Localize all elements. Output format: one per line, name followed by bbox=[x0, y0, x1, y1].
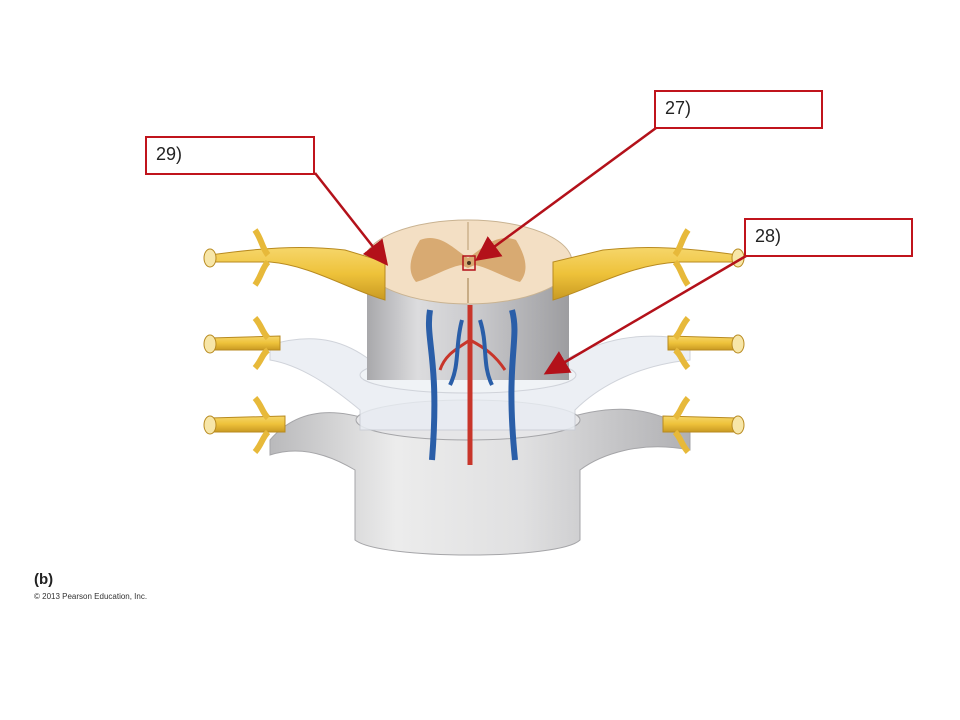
label-box-28[interactable]: 28) bbox=[744, 218, 913, 257]
label-27-text: 27) bbox=[665, 98, 692, 118]
label-29-text: 29) bbox=[156, 144, 183, 164]
label-28-text: 28) bbox=[755, 226, 782, 246]
copyright-notice: © 2013 Pearson Education, Inc. bbox=[34, 592, 148, 601]
label-box-29[interactable]: 29) bbox=[145, 136, 315, 175]
spinal-nerve-bottom-right bbox=[662, 396, 745, 454]
label-box-27[interactable]: 27) bbox=[654, 90, 823, 129]
leader-arrow-29 bbox=[314, 172, 389, 266]
spinal-nerve-top-right bbox=[552, 228, 745, 301]
spinal-nerve-middle-left bbox=[203, 316, 281, 370]
spinal-nerve-top-left bbox=[203, 228, 386, 301]
cord-cross-section bbox=[363, 219, 573, 305]
figure-letter: (b) bbox=[34, 571, 54, 588]
leader-arrow-27 bbox=[474, 126, 657, 261]
leader-arrow-28 bbox=[543, 254, 747, 375]
spinal-nerve-middle-right bbox=[667, 316, 745, 370]
spinal-nerve-bottom-left bbox=[203, 396, 286, 454]
